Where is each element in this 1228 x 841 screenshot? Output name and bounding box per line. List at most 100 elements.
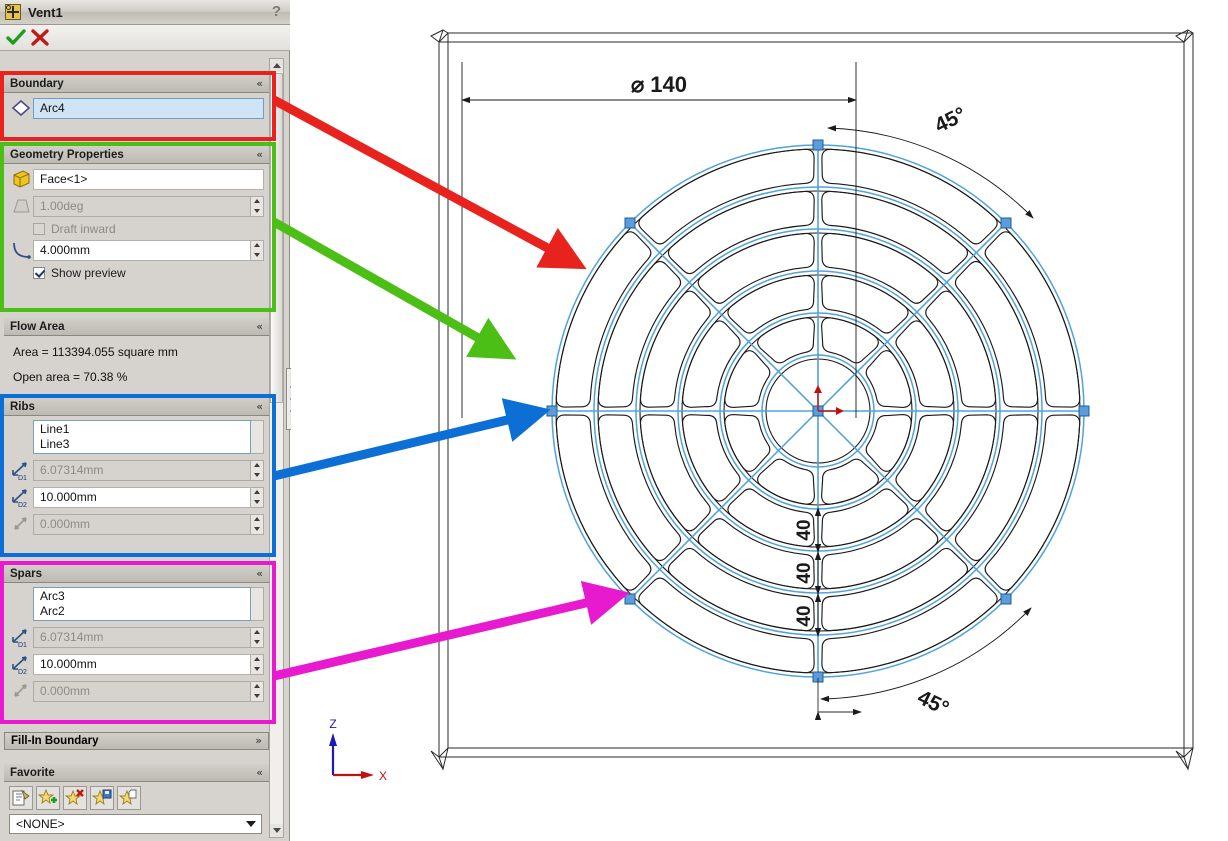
dimension-diameter-label: ⌀ 140: [631, 72, 687, 97]
spars-selection-list[interactable]: Arc3 Arc2: [33, 587, 251, 621]
vent-opening: [555, 414, 652, 591]
ribs-header[interactable]: Ribs «: [4, 398, 269, 416]
vent-opening: [757, 317, 815, 364]
ribs-offset-field[interactable]: 0.000mm: [33, 513, 251, 535]
ribs-d2-field[interactable]: 10.000mm: [33, 486, 251, 508]
flow-area-header[interactable]: Flow Area «: [4, 318, 269, 336]
boundary-header[interactable]: Boundary «: [4, 75, 269, 93]
draft-inward-checkbox[interactable]: [33, 223, 45, 235]
d1-dimension-icon: D1: [9, 459, 33, 481]
dimension-angle-bottom-label: 45°: [914, 686, 953, 721]
scroll-up-icon[interactable]: [270, 59, 283, 72]
svg-text:D2: D2: [18, 669, 27, 675]
draft-angle-stepper[interactable]: [251, 195, 264, 217]
vent-opening: [821, 577, 998, 674]
spars-title: Spars: [10, 567, 42, 580]
favorite-select[interactable]: <NONE>: [9, 814, 262, 834]
spars-d1-stepper[interactable]: [251, 626, 264, 648]
vent-opening: [865, 350, 912, 408]
apply-defaults-icon[interactable]: [9, 786, 33, 810]
section-flow-area: Flow Area « Area = 113394.055 square mm …: [4, 318, 269, 390]
fill-in-boundary-header[interactable]: Fill-In Boundary »: [4, 732, 269, 750]
diamond-sketch-icon: [9, 97, 33, 119]
vent-opening: [925, 414, 997, 532]
vent-opening: [639, 414, 711, 532]
origin-marker: [814, 385, 844, 415]
cad-viewport[interactable]: ⌀ 140 45° 45° 40 40 40: [291, 0, 1228, 841]
svg-text:D2: D2: [18, 502, 27, 508]
fillet-radius-stepper[interactable]: [251, 239, 264, 261]
spars-offset-field[interactable]: 0.000mm: [33, 680, 251, 702]
triad-x-label: X: [379, 769, 387, 783]
vent-opening: [925, 290, 997, 408]
spars-header[interactable]: Spars «: [4, 565, 269, 583]
geometry-properties-title: Geometry Properties: [10, 148, 124, 161]
chevron-up-icon[interactable]: «: [256, 319, 263, 333]
favorite-header[interactable]: Favorite «: [4, 764, 269, 782]
property-manager-panel: Vent1 ? Boundary «: [0, 0, 297, 841]
vent-opening: [821, 458, 879, 505]
accept-button[interactable]: [6, 29, 26, 47]
ribs-title: Ribs: [10, 400, 35, 413]
list-item[interactable]: Line1: [40, 422, 70, 436]
chevron-up-icon[interactable]: «: [256, 399, 263, 413]
d2-dimension-icon: D2: [9, 486, 33, 508]
fillet-radius-field[interactable]: 4.000mm: [33, 239, 251, 261]
chevron-down-icon[interactable]: [243, 816, 259, 832]
ribs-selection-list[interactable]: Line1 Line3: [33, 420, 251, 454]
offset-icon: [9, 680, 33, 702]
delete-favorite-icon[interactable]: [63, 786, 87, 810]
list-item[interactable]: Arc2: [40, 604, 65, 618]
boundary-selection-field[interactable]: Arc4: [33, 97, 264, 119]
save-favorite-icon[interactable]: [90, 786, 114, 810]
vent-icon: [5, 4, 21, 20]
draft-angle-field[interactable]: 1.00deg: [33, 195, 251, 217]
show-preview-row[interactable]: Show preview: [33, 266, 264, 280]
face-selection-field[interactable]: Face<1>: [33, 168, 264, 190]
draft-inward-label: Draft inward: [51, 222, 116, 236]
fillet-radius-icon: [9, 239, 33, 261]
chevron-up-icon[interactable]: «: [256, 76, 263, 90]
vent-opening: [757, 458, 815, 505]
panel-action-bar: [0, 25, 290, 51]
draft-inward-row[interactable]: Draft inward: [33, 222, 264, 236]
spars-list-stepper[interactable]: [251, 587, 264, 621]
plate-model: [430, 29, 1194, 771]
ribs-d1-stepper[interactable]: [251, 459, 264, 481]
chevron-up-icon[interactable]: «: [256, 765, 263, 779]
spars-d2-field[interactable]: 10.000mm: [33, 653, 251, 675]
favorite-title: Favorite: [10, 766, 55, 779]
vent-opening: [727, 275, 815, 334]
chevron-down-icon[interactable]: »: [255, 734, 262, 747]
scroll-down-icon[interactable]: [270, 824, 283, 837]
favorite-selected-value: <NONE>: [16, 817, 65, 831]
ribs-d1-field[interactable]: 6.07314mm: [33, 459, 251, 481]
spars-d1-field[interactable]: 6.07314mm: [33, 626, 251, 648]
ribs-d2-stepper[interactable]: [251, 486, 264, 508]
show-preview-checkbox[interactable]: [33, 267, 45, 279]
help-icon[interactable]: ?: [271, 3, 281, 20]
spars-d2-stepper[interactable]: [251, 653, 264, 675]
vent-opening: [984, 231, 1081, 408]
geometry-properties-header[interactable]: Geometry Properties «: [4, 146, 269, 164]
cancel-button[interactable]: [30, 29, 50, 47]
list-item[interactable]: Arc3: [40, 589, 65, 603]
ribs-list-stepper[interactable]: [251, 420, 264, 454]
d1-dimension-icon: D1: [9, 626, 33, 648]
open-area-value: Open area = 70.38 %: [13, 370, 128, 384]
chevron-up-icon[interactable]: «: [256, 566, 263, 580]
spars-offset-stepper[interactable]: [251, 680, 264, 702]
panel-scrollbar[interactable]: [269, 58, 284, 838]
list-item[interactable]: Line3: [40, 437, 70, 451]
triad-z-label: Z: [329, 717, 336, 731]
new-favorite-icon[interactable]: [117, 786, 141, 810]
vent-opening: [821, 190, 969, 275]
vent-opening: [727, 488, 815, 547]
fill-in-boundary-title: Fill-In Boundary: [11, 735, 99, 747]
ribs-offset-stepper[interactable]: [251, 513, 264, 535]
offset-icon: [9, 513, 33, 535]
chevron-up-icon[interactable]: «: [256, 147, 263, 161]
section-geometry-properties: Geometry Properties « Face<1>: [4, 146, 269, 304]
add-favorite-icon[interactable]: [36, 786, 60, 810]
scrollbar-thumb[interactable]: [270, 73, 283, 403]
